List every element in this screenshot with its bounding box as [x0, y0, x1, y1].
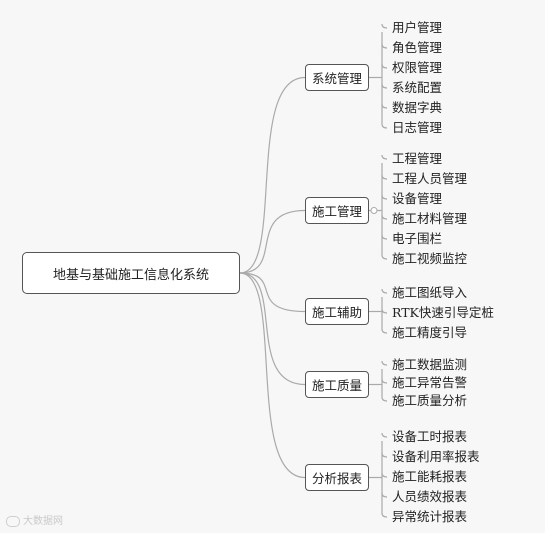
watermark: 大数据网	[6, 512, 63, 527]
leaf-item: 工程人员管理	[392, 171, 468, 186]
branch-label: 施工管理	[311, 204, 362, 219]
bracket-tick	[381, 123, 388, 129]
leaf-item: 施工异常告警	[392, 375, 468, 390]
root-to-branch-connector	[239, 272, 306, 386]
watermark-text: 大数据网	[23, 516, 63, 527]
leaf-item: 设备管理	[392, 191, 443, 206]
leaf-item: 施工能耗报表	[392, 469, 468, 484]
bracket-tick	[381, 288, 388, 294]
leaf-item: 角色管理	[392, 40, 443, 55]
bracket-tick	[381, 174, 388, 180]
branch-label: 分析报表	[311, 471, 362, 486]
watermark-logo-icon	[6, 515, 20, 527]
leaf-item: 施工数据监测	[392, 357, 468, 372]
leaf-item: 施工材料管理	[392, 211, 468, 226]
connector-dot	[370, 207, 378, 214]
leaf-item: 日志管理	[392, 120, 443, 135]
leaf-item: 设备利用率报表	[392, 449, 480, 464]
bracket-tick	[381, 214, 388, 220]
bracket-tick	[381, 83, 388, 89]
root-node: 地基与基础施工信息化系统	[22, 252, 240, 294]
branch-node-reports: 分析报表	[305, 464, 369, 491]
bracket-tick	[381, 43, 388, 49]
bracket-tick	[381, 360, 388, 366]
leaf-item: 施工图纸导入	[392, 285, 468, 300]
leaf-item: 施工精度引导	[392, 325, 468, 340]
root-to-branch-connector	[239, 209, 306, 274]
leaf-item: 系统配置	[392, 80, 443, 95]
leaf-item: 设备工时报表	[392, 429, 468, 444]
root-node-label: 地基与基础施工信息化系统	[52, 267, 209, 283]
bracket-tick	[381, 452, 388, 458]
leaf-item: 人员绩效报表	[392, 489, 468, 504]
leaf-item: 权限管理	[392, 60, 443, 75]
branch-label: 施工质量	[311, 378, 362, 393]
leaf-item: RTK快速引导定桩	[392, 305, 494, 320]
bracket-tick	[381, 432, 388, 438]
branch-node-system: 系统管理	[305, 64, 369, 91]
leaf-item: 施工质量分析	[392, 393, 468, 408]
root-to-branch-connector	[239, 76, 306, 274]
branch-node-construction: 施工管理	[305, 197, 369, 224]
root-to-branch-connector	[239, 272, 306, 479]
leaf-item: 数据字典	[392, 100, 443, 115]
branch-label: 施工辅助	[311, 305, 362, 320]
leaf-item: 异常统计报表	[392, 509, 468, 524]
bracket-tick	[381, 308, 388, 314]
leaf-item: 用户管理	[392, 20, 443, 35]
bracket-tick	[381, 234, 388, 240]
leaf-item: 电子围栏	[392, 231, 443, 246]
bracket-tick	[381, 194, 388, 200]
branch-node-quality: 施工质量	[305, 371, 369, 398]
bracket-tick	[381, 63, 388, 69]
leaf-item: 施工视频监控	[392, 251, 468, 266]
bracket-tick	[381, 254, 388, 260]
branch-label: 系统管理	[311, 71, 362, 86]
bracket-tick	[381, 396, 388, 402]
bracket-tick	[381, 103, 388, 109]
bracket-tick	[381, 23, 388, 29]
bracket-tick	[381, 472, 388, 478]
bracket-tick	[381, 328, 388, 334]
bracket-tick	[381, 512, 388, 518]
root-to-branch-connector	[239, 272, 306, 313]
leaf-item: 工程管理	[392, 151, 443, 166]
bracket-tick	[381, 492, 388, 498]
bracket-tick	[381, 378, 388, 384]
bracket-tick	[381, 154, 388, 160]
branch-node-assist: 施工辅助	[305, 298, 369, 325]
